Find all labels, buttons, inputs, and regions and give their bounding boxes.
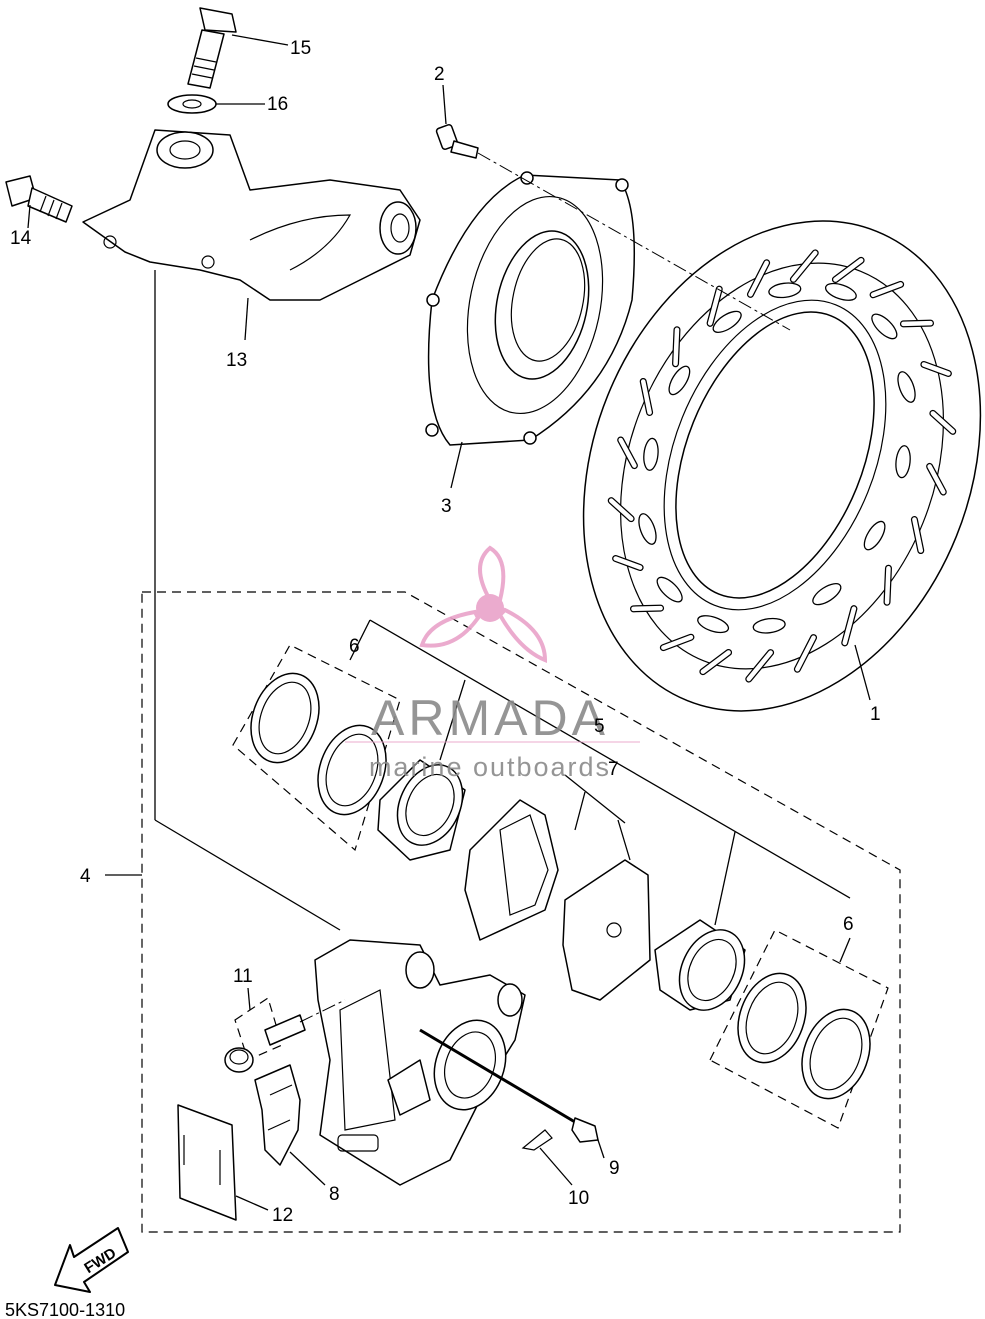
disc-slot xyxy=(707,286,722,326)
callout-labels: 1 2 3 4 5 6 6 7 8 9 10 11 12 13 14 15 16 xyxy=(10,38,881,1226)
disc-slot xyxy=(673,327,680,367)
disc-slot xyxy=(661,634,694,650)
callout-8: 8 xyxy=(329,1184,340,1205)
part-code: 5KS7100-1310 xyxy=(5,1300,125,1319)
disc-vent-hole xyxy=(638,513,657,545)
callout-16: 16 xyxy=(267,94,288,115)
disc-vent-hole xyxy=(656,576,683,603)
caliper-bracket xyxy=(82,129,421,301)
leader-lines xyxy=(27,34,871,1211)
disc-slot xyxy=(795,635,816,672)
forward-direction-arrow: FWD xyxy=(54,1227,129,1293)
armada-watermark: ARMADA marine outboards xyxy=(345,545,640,782)
bolt-part-14 xyxy=(5,175,73,223)
disc-slot xyxy=(901,320,933,327)
disc-vent-hole xyxy=(752,617,786,634)
watermark-brand: ARMADA xyxy=(371,690,609,746)
pin-clip xyxy=(521,1129,553,1151)
washer-part-16 xyxy=(167,94,217,114)
disc-vent-hole xyxy=(697,615,730,634)
disc-vent-hole xyxy=(863,520,886,551)
disc-slot xyxy=(842,606,857,646)
disc-vent-hole xyxy=(871,313,898,340)
callout-6-left: 6 xyxy=(349,636,360,657)
callout-9: 9 xyxy=(609,1158,620,1179)
watermark-tagline: marine outboards xyxy=(369,752,611,782)
disc-slot xyxy=(700,650,731,674)
brake-pad-rear xyxy=(562,859,651,1001)
disc-slot xyxy=(618,437,637,468)
callout-15: 15 xyxy=(290,38,311,59)
pad-shim xyxy=(177,1104,237,1221)
pad-pin xyxy=(419,1028,599,1143)
brake-disc xyxy=(582,220,982,712)
disc-slot xyxy=(930,411,956,434)
disc-slot xyxy=(631,605,663,612)
piston-right xyxy=(654,919,746,1011)
piston-left xyxy=(377,759,466,861)
seal-kit-left xyxy=(232,644,401,852)
callout-2: 2 xyxy=(434,64,445,85)
disc-vent-hole xyxy=(712,310,742,333)
disc-cover xyxy=(425,171,635,446)
callout-10: 10 xyxy=(568,1188,589,1209)
disc-vent-hole xyxy=(668,365,691,396)
disc-vent-hole xyxy=(643,437,659,471)
caliper-body xyxy=(314,939,526,1186)
callout-12: 12 xyxy=(272,1205,293,1226)
callout-13: 13 xyxy=(226,350,247,371)
callout-5: 5 xyxy=(594,716,605,737)
callout-7: 7 xyxy=(608,759,619,780)
disc-vent-holes xyxy=(638,282,916,634)
pad-spring xyxy=(254,1064,301,1166)
disc-vent-hole xyxy=(824,282,857,301)
disc-vent-hole xyxy=(895,445,911,479)
callout-1: 1 xyxy=(870,704,881,725)
disc-slot xyxy=(746,650,773,682)
callout-3: 3 xyxy=(441,496,452,517)
disc-slot xyxy=(927,464,946,495)
seal-kit-right xyxy=(709,929,889,1129)
disc-slot xyxy=(791,250,818,282)
caliper-assembly-boundary xyxy=(141,591,901,1233)
bolt-part-15 xyxy=(187,7,237,89)
disc-vent-hole xyxy=(768,282,802,299)
disc-slot xyxy=(870,282,903,298)
disc-slots xyxy=(607,249,957,683)
propeller-logo xyxy=(419,545,548,663)
callout-6-right: 6 xyxy=(843,914,854,935)
disc-slot xyxy=(640,379,652,415)
callout-4: 4 xyxy=(80,866,91,887)
bleed-screw xyxy=(224,997,346,1073)
disc-vent-hole xyxy=(812,583,842,606)
disc-slot xyxy=(748,260,769,297)
callout-14: 14 xyxy=(10,228,32,249)
disc-slot xyxy=(613,556,643,570)
disc-vent-hole xyxy=(897,371,916,403)
disc-slot xyxy=(912,517,924,553)
disc-slot xyxy=(833,258,864,282)
callout-11: 11 xyxy=(233,966,253,987)
bolt-part-2 xyxy=(435,124,791,331)
disc-slot xyxy=(608,498,634,521)
disc-slot xyxy=(884,565,891,605)
brake-pad-front xyxy=(464,799,559,941)
disc-slot xyxy=(921,362,951,376)
